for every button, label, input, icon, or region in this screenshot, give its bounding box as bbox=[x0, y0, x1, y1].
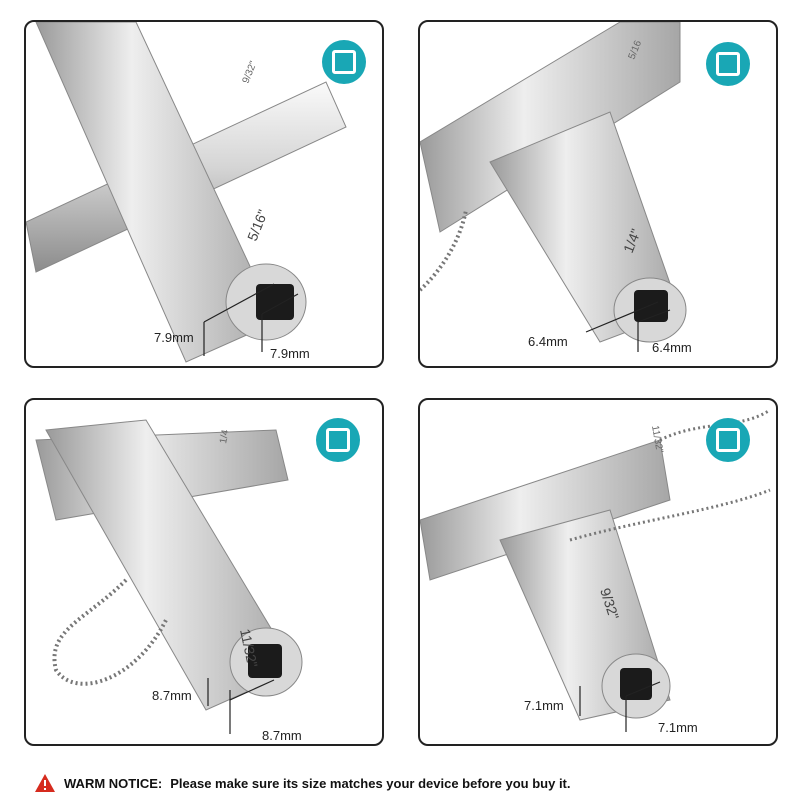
notice-text: Please make sure its size matches your d… bbox=[170, 775, 571, 791]
dimension-width-label: 7.1mm bbox=[658, 720, 698, 735]
product-panel-2: 1/4" 5/16 6.4mm 6.4mm bbox=[418, 20, 778, 368]
dimension-height-label: 7.9mm bbox=[154, 330, 194, 345]
square-socket-icon bbox=[322, 40, 366, 84]
dimension-width-label: 8.7mm bbox=[262, 728, 302, 743]
dimension-width-label: 7.9mm bbox=[270, 346, 310, 361]
warning-triangle-icon bbox=[35, 774, 55, 792]
square-socket-icon bbox=[706, 42, 750, 86]
product-panel-4: 9/32" 11/32" 7.1mm 7.1mm bbox=[418, 398, 778, 746]
dimension-width-label: 6.4mm bbox=[652, 340, 692, 355]
dimension-height-label: 7.1mm bbox=[524, 698, 564, 713]
key-image-4: 9/32" 11/32" 7.1mm 7.1mm bbox=[420, 408, 771, 735]
back-size-label: 1/4 bbox=[218, 428, 231, 444]
key-image-2: 1/4" 5/16 6.4mm 6.4mm bbox=[420, 22, 692, 355]
dimension-height-label: 6.4mm bbox=[528, 334, 568, 349]
key-image-3: 11/32" 1/4 8.7mm 8.7mm bbox=[35, 419, 303, 743]
back-size-label: 11/32" bbox=[649, 425, 665, 455]
size-label: 5/16" bbox=[244, 207, 271, 243]
square-socket-icon bbox=[706, 418, 750, 462]
notice-title: WARM NOTICE: bbox=[64, 775, 163, 791]
size-label: 11/32" bbox=[237, 627, 261, 668]
product-panel-1: 5/16" 9/32" 7.9mm 7.9mm bbox=[24, 20, 384, 368]
key-image-1: 5/16" 9/32" 7.9mm 7.9mm bbox=[26, 22, 347, 363]
dimension-height-label: 8.7mm bbox=[152, 688, 192, 703]
product-panel-3: 11/32" 1/4 8.7mm 8.7mm bbox=[24, 398, 384, 746]
warm-notice: WARM NOTICE: Please make sure its size m… bbox=[34, 770, 774, 796]
back-size-label: 9/32" bbox=[241, 59, 260, 85]
square-socket-icon bbox=[316, 418, 360, 462]
